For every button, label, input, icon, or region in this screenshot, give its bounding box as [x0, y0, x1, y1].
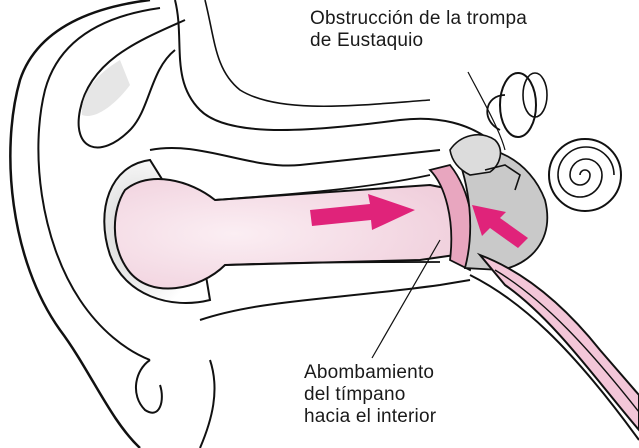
semicircular-canal-3: [487, 95, 505, 130]
earlobe: [136, 360, 162, 413]
pinna-antihelix-shade: [82, 60, 130, 116]
ossicles: [450, 135, 500, 175]
semicircular-canal-1: [500, 73, 536, 137]
label-eardrum-retraction: Abombamiento del tímpano hacia el interi…: [304, 362, 436, 428]
canal-wall-upper: [150, 148, 440, 166]
label-eardrum-line-2: del tímpano: [304, 384, 436, 406]
pinna-lower-fold: [200, 360, 215, 448]
label-eustachian-line-2: de Eustaquio: [310, 30, 527, 52]
label-eardrum-line-1: Abombamiento: [304, 362, 436, 384]
eustachian-tube-wall: [470, 275, 639, 440]
label-eardrum-line-3: hacia el interior: [304, 406, 436, 428]
cochlea: [549, 139, 621, 211]
label-eustachian-line-1: Obstrucción de la trompa: [310, 8, 527, 30]
label-eustachian-obstruction: Obstrucción de la trompa de Eustaquio: [310, 8, 527, 52]
ear-canal: [115, 179, 455, 288]
canal-wall-lower: [200, 280, 470, 320]
